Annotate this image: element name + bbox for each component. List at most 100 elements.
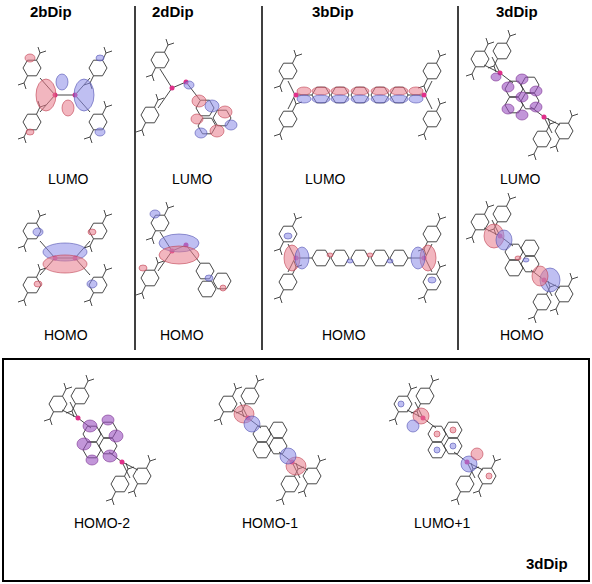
orbital-lobe — [331, 95, 349, 103]
molecule-skeleton — [466, 30, 578, 160]
orbital-label: LUMO+1 — [414, 516, 470, 531]
orbital-lobe — [280, 448, 296, 464]
orbital-lobe — [210, 125, 224, 137]
orbital-lobe — [74, 79, 94, 111]
orbital-label: HOMO — [160, 328, 204, 343]
orbital-lobe — [428, 277, 436, 283]
orbital-label: LUMO — [500, 172, 540, 187]
orbital-lobe — [159, 246, 199, 264]
orbital-lobe — [25, 54, 35, 62]
orbital-lobe — [284, 233, 292, 239]
orbital-lobe — [96, 55, 104, 61]
orbital-plot — [214, 375, 326, 505]
orbital-label: HOMO-2 — [74, 516, 130, 531]
orbital-lobe — [244, 416, 260, 432]
orbital-lobe — [502, 104, 514, 114]
molecule-skeleton — [274, 50, 446, 140]
orbital-lobe — [220, 285, 226, 291]
orbital-lobe — [398, 401, 404, 407]
molecule-skeleton — [214, 375, 326, 505]
orbital-plot — [18, 47, 112, 143]
orbital-lobe — [218, 106, 232, 118]
orbital-lobe — [496, 230, 512, 250]
orbital-lobe — [434, 447, 440, 453]
orbital-lobe — [471, 448, 483, 460]
orbital-lobe — [297, 87, 311, 95]
molecule-skeleton — [136, 202, 231, 299]
molecule-name: 3dDip — [526, 556, 568, 573]
orbital-lobe — [351, 87, 369, 95]
orbital-plot — [466, 193, 578, 323]
orbital-lobe — [516, 74, 528, 84]
orbital-lobe — [450, 427, 456, 433]
orbital-plot — [44, 375, 156, 505]
orbital-lobe — [225, 120, 237, 130]
orbital-lobe — [351, 95, 369, 103]
orbital-lobe — [295, 247, 309, 269]
orbital-lobe — [530, 86, 542, 96]
orbital-plot — [389, 375, 501, 505]
orbital-plot — [136, 202, 231, 299]
orbital-plot — [18, 210, 112, 306]
orbital-lobe — [139, 265, 147, 271]
separator-line — [134, 6, 136, 350]
orbital-lobe — [409, 95, 423, 103]
orbital-lobe — [77, 438, 91, 450]
orbital-label: HOMO-1 — [242, 516, 298, 531]
orbital-label: HOMO — [322, 328, 366, 343]
orbital-lobe — [150, 210, 160, 218]
orbital-lobe — [367, 253, 373, 257]
orbital-lobe — [409, 87, 423, 95]
orbital-lobe — [327, 253, 333, 257]
orbital-lobe — [95, 128, 105, 136]
orbital-lobe — [43, 255, 87, 273]
orbital-lobe — [502, 82, 514, 92]
molecule-skeleton — [389, 375, 501, 505]
molecule-name: 3bDip — [312, 4, 354, 21]
orbital-lobe — [450, 443, 456, 449]
molecule-skeleton — [136, 39, 231, 136]
orbital-lobe — [371, 87, 389, 95]
orbital-plot — [466, 30, 578, 160]
orbital-plot — [274, 50, 446, 140]
orbital-lobe — [87, 280, 97, 288]
orbital-lobe — [195, 128, 207, 138]
orbital-panel: HOMO-2 HOMO-1 LUMO+1 3dDip — [2, 358, 590, 582]
orbital-lobe — [297, 95, 311, 103]
orbital-lobe — [62, 100, 74, 116]
orbital-lobe — [191, 114, 203, 124]
orbital-lobe — [532, 266, 548, 286]
orbital-lobe — [33, 228, 43, 236]
orbital-lobe — [86, 455, 98, 465]
orbital-lobe — [56, 74, 68, 90]
molecule-skeleton — [274, 213, 446, 303]
orbital-lobe — [83, 420, 97, 432]
orbital-lobe — [205, 100, 219, 112]
orbital-lobe — [516, 110, 528, 120]
orbital-lobe — [331, 87, 349, 95]
orbital-lobe — [26, 129, 34, 135]
orbital-plot — [274, 213, 446, 303]
molecule-skeleton — [18, 210, 112, 306]
orbital-lobe — [103, 450, 117, 462]
orbital-label: LUMO — [305, 172, 345, 187]
orbital-lobe — [34, 281, 42, 287]
orbital-lobe — [36, 79, 56, 111]
orbital-lobe — [407, 420, 419, 432]
column-separators — [135, 6, 458, 350]
orbital-lobe — [184, 81, 194, 89]
orbital-lobe — [434, 431, 440, 437]
orbital-lobe — [411, 247, 425, 269]
orbital-lobe — [88, 229, 96, 235]
orbital-lobe — [109, 430, 123, 442]
molecule-skeleton — [44, 375, 156, 505]
orbital-lobe — [312, 95, 330, 103]
molecule-name: 3dDip — [496, 4, 538, 21]
orbital-lobe — [515, 256, 521, 260]
orbital-lobe — [102, 415, 114, 425]
orbital-lobe — [387, 259, 393, 263]
orbital-lobe — [491, 73, 501, 81]
molecule-skeleton — [466, 193, 578, 323]
